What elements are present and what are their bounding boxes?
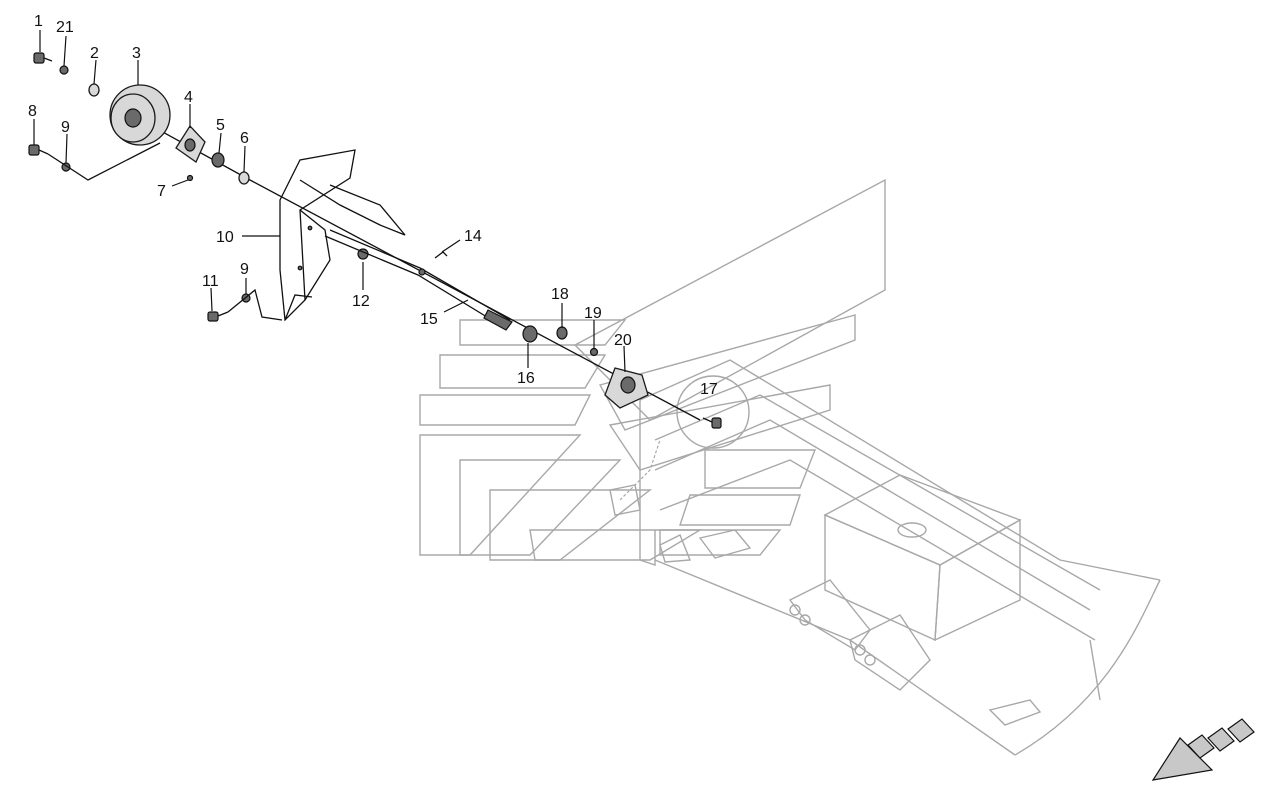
callout-19: 19 — [584, 305, 602, 322]
nut-part-18 — [556, 326, 568, 340]
pin-part-14 — [434, 251, 448, 259]
callout-3: 3 — [132, 45, 141, 62]
callout-9b: 9 — [240, 261, 249, 278]
flange-bearing-part-4 — [175, 124, 206, 163]
callout-7: 7 — [157, 183, 166, 200]
guard-plate-part-10 — [279, 149, 406, 322]
washer-part-2 — [88, 83, 100, 97]
background-machine-outline — [419, 178, 1161, 756]
callout-18: 18 — [551, 286, 569, 303]
parts — [28, 52, 722, 429]
callout-15: 15 — [420, 311, 438, 328]
callout-21: 21 — [56, 19, 74, 36]
chevron-stripes — [419, 178, 886, 561]
bolt-part-1 — [33, 52, 53, 64]
bolt-part-8 — [28, 144, 49, 156]
callout-14: 14 — [464, 228, 482, 245]
callout-labels: 1 21 2 3 4 5 6 7 8 9 10 11 9 12 14 15 16… — [28, 13, 718, 398]
bolt-path-line — [47, 142, 161, 181]
callout-17: 17 — [700, 381, 718, 398]
washer-part-19 — [589, 347, 599, 357]
callout-4: 4 — [184, 89, 193, 106]
callout-8: 8 — [28, 103, 37, 120]
bearing-part-16 — [522, 325, 538, 343]
gearbox-housing — [609, 439, 1022, 691]
callout-9a: 9 — [61, 119, 70, 136]
washer-part-21 — [59, 65, 69, 75]
direction-arrow-icon — [1151, 718, 1255, 781]
flange-bearing-part-20 — [604, 367, 649, 409]
callout-1: 1 — [34, 13, 43, 30]
bolt-path-line-lower — [227, 288, 283, 321]
callout-11: 11 — [202, 273, 219, 290]
bearing-part-5 — [211, 152, 225, 168]
callout-10: 10 — [216, 229, 234, 246]
bolt-part-11 — [207, 311, 229, 322]
callout-12: 12 — [352, 293, 370, 310]
detail-circle — [676, 375, 750, 449]
shaft-part-15 — [324, 229, 513, 331]
callout-6: 6 — [240, 130, 249, 147]
leader-lines — [33, 30, 626, 373]
bolt-part-17 — [702, 417, 722, 429]
grease-nipple-part-7 — [186, 174, 194, 182]
callout-5: 5 — [216, 117, 225, 134]
callout-16: 16 — [517, 370, 535, 387]
pulley-part-3 — [109, 84, 171, 146]
callout-2: 2 — [90, 45, 99, 62]
ring-part-6 — [238, 171, 250, 185]
callout-20: 20 — [614, 332, 632, 349]
